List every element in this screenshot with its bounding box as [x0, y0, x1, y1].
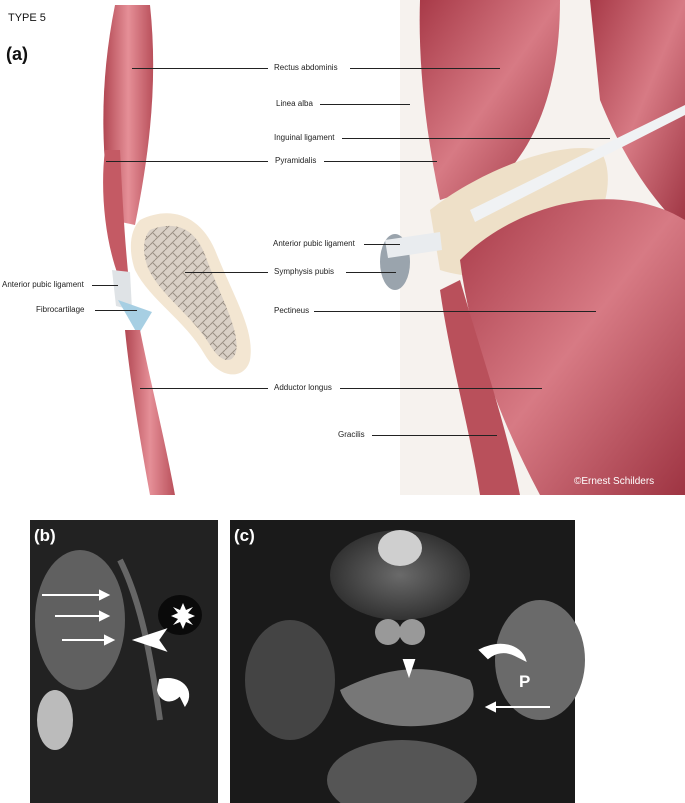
label-linea-alba: Linea alba: [276, 99, 313, 108]
copyright-text: ©Ernest Schilders: [574, 476, 655, 487]
leader-line: [340, 388, 542, 389]
adductor-longus-muscle: [125, 330, 175, 495]
leader-line: [314, 311, 596, 312]
frontal-illustration: [380, 0, 685, 495]
label-symphysis-pubis: Symphysis pubis: [274, 267, 335, 276]
panel-c-label: (c): [234, 526, 255, 545]
panel-b-label: (b): [34, 526, 56, 545]
leader-line: [185, 272, 268, 273]
inguinal-ligament-band: [470, 105, 685, 222]
sagittal-illustration: [103, 5, 251, 495]
mri-panel-c: [230, 520, 585, 803]
rectus-muscle-right: [419, 0, 560, 200]
pectineus-marker-p: P: [519, 672, 531, 691]
label-adductor-longus: Adductor longus: [274, 383, 332, 392]
leader-line: [140, 388, 268, 389]
anterior-pubic-ligament-left: [112, 270, 132, 310]
leader-line: [106, 161, 268, 162]
panel-a-label: (a): [6, 44, 28, 64]
label-gracilis: Gracilis: [338, 430, 365, 439]
leader-line: [92, 285, 118, 286]
fibrocartilage-shape: [118, 300, 152, 335]
leader-line: [350, 68, 500, 69]
label-anterior-pubic-ligament: Anterior pubic ligament: [273, 239, 355, 248]
mri-panel-b: [30, 520, 218, 803]
leader-line: [324, 161, 437, 162]
leader-line: [95, 310, 137, 311]
oblique-muscle-right: [590, 0, 685, 230]
leader-line: [364, 244, 400, 245]
gracilis-muscle: [440, 280, 520, 495]
anterior-pubic-ligament-right: [385, 232, 442, 258]
leader-line: [346, 272, 396, 273]
pyramidalis-muscle: [103, 150, 128, 275]
label-pectineus: Pectineus: [274, 306, 310, 315]
symphysis-bone-inner: [144, 225, 237, 361]
label-rectus-abdominis: Rectus abdominis: [274, 63, 338, 72]
pectineus-muscle: [460, 199, 685, 495]
type-label: TYPE 5: [8, 12, 46, 24]
leader-line: [342, 138, 610, 139]
leader-line: [320, 104, 410, 105]
label-pyramidalis: Pyramidalis: [275, 156, 317, 165]
leader-line: [372, 435, 497, 436]
label-fibrocartilage: Fibrocartilage: [36, 305, 85, 314]
leader-line: [132, 68, 268, 69]
label-inguinal-ligament: Inguinal ligament: [274, 133, 335, 142]
label-anterior-pubic-ligament-left: Anterior pubic ligament: [2, 280, 84, 289]
